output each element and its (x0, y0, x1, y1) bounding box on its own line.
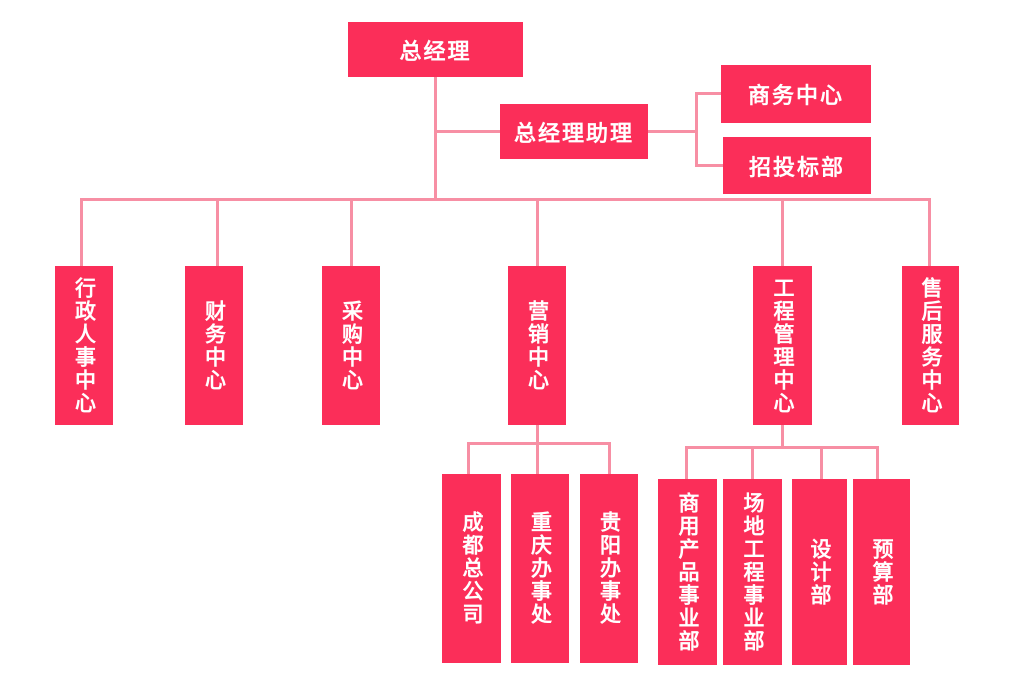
node-label: 成都总公司 (460, 511, 484, 626)
org-node-site-engineering-div: 场地工程事业部 (723, 479, 782, 665)
node-label: 行政人事中心 (72, 276, 97, 415)
connector-to-bidding-dept (695, 164, 723, 167)
connector-drop-guiyang (608, 442, 611, 474)
connector-to-business-center (695, 92, 721, 95)
org-node-commercial-products-div: 商用产品事业部 (658, 479, 717, 665)
node-label: 重庆办事处 (528, 511, 553, 626)
connector-marketing-stem (536, 425, 539, 445)
connector-drop-commercial-products (685, 446, 688, 479)
org-node-bidding-dept: 招投标部 (723, 137, 871, 194)
org-node-guiyang-office: 贵阳办事处 (580, 474, 638, 663)
node-label: 工程管理中心 (771, 276, 795, 415)
connector-drop-site-engineering (751, 446, 754, 479)
connector-drop-admin-hr (80, 198, 83, 267)
org-node-procurement-center: 采购中心 (322, 266, 380, 425)
node-label: 商务中心 (747, 83, 844, 108)
node-label: 营销中心 (525, 299, 550, 392)
connector-assistant-left (435, 130, 500, 133)
org-node-business-center: 商务中心 (721, 65, 871, 123)
org-node-marketing-center: 营销中心 (508, 266, 566, 425)
node-label: 商用产品事业部 (676, 491, 700, 653)
connector-drop-budget (876, 446, 879, 479)
connector-drop-after-sales (928, 198, 931, 267)
org-node-finance-center: 财务中心 (185, 266, 243, 425)
org-node-chongqing-office: 重庆办事处 (511, 474, 569, 663)
connector-drop-marketing (536, 198, 539, 267)
connector-drop-chongqing (536, 442, 539, 474)
connector-assistant-right (648, 130, 698, 133)
connector-assistant-split-vertical (695, 92, 698, 167)
node-label: 总经理助理 (513, 120, 634, 146)
connector-trunk-vertical (434, 77, 437, 201)
connector-main-horizontal (80, 198, 931, 201)
connector-drop-design (820, 446, 823, 479)
connector-drop-engineering (781, 198, 784, 267)
org-node-gm-assistant: 总经理助理 (500, 104, 648, 159)
node-label: 采购中心 (339, 299, 364, 392)
org-node-admin-hr-center: 行政人事中心 (55, 266, 113, 425)
org-node-budget-dept: 预算部 (853, 479, 910, 665)
node-label: 总经理 (399, 38, 472, 64)
node-label: 贵阳办事处 (597, 511, 622, 626)
connector-engineering-stem (781, 425, 784, 449)
connector-drop-procurement (350, 198, 353, 267)
org-node-chengdu-hq: 成都总公司 (442, 474, 501, 663)
node-label: 售后服务中心 (919, 276, 943, 415)
node-label: 财务中心 (202, 299, 227, 392)
connector-drop-chengdu (467, 442, 470, 474)
node-label: 预算部 (870, 537, 894, 607)
org-node-design-dept: 设计部 (792, 479, 847, 665)
org-node-engineering-mgmt-center: 工程管理中心 (753, 266, 812, 425)
connector-drop-finance (216, 198, 219, 267)
org-node-general-manager: 总经理 (348, 22, 523, 77)
node-label: 设计部 (808, 537, 832, 607)
org-node-after-sales-center: 售后服务中心 (902, 266, 959, 425)
connector-engineering-horizontal (685, 446, 879, 449)
node-label: 招投标部 (748, 154, 845, 180)
node-label: 场地工程事业部 (741, 491, 765, 653)
connector-marketing-horizontal (467, 442, 611, 445)
